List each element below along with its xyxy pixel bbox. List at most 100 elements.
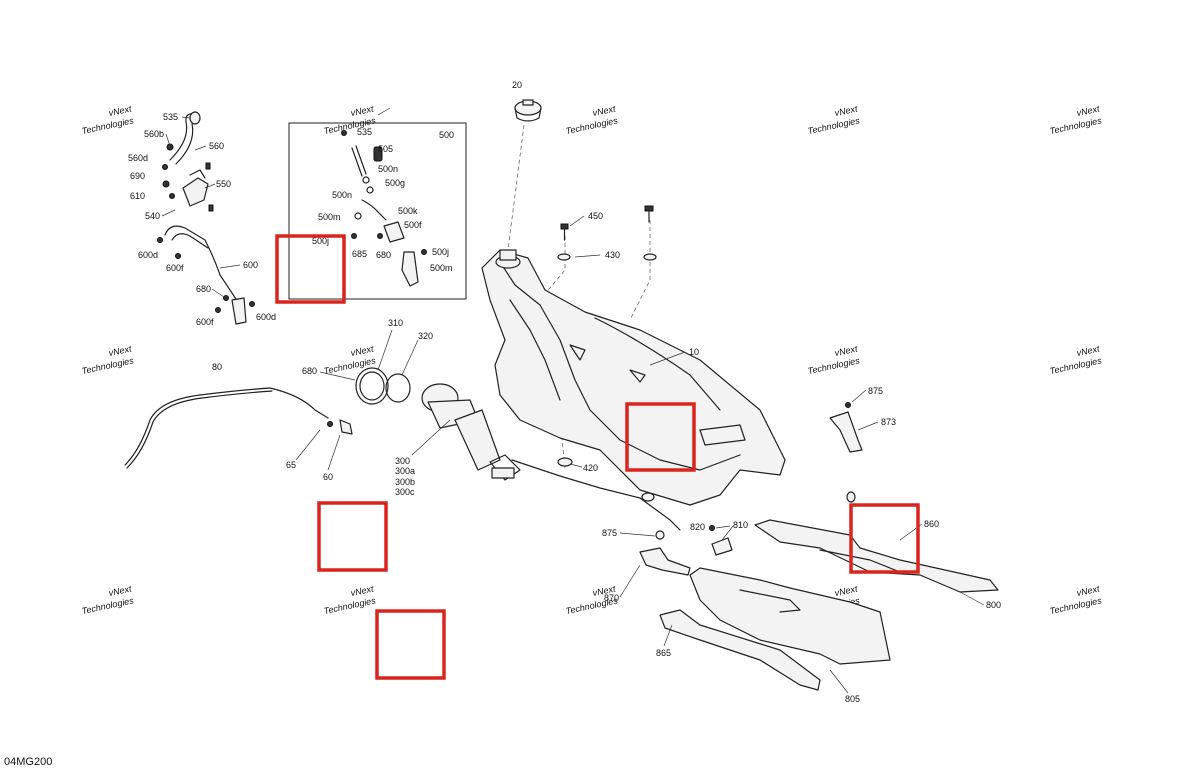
highlight-box-500j	[275, 234, 346, 304]
bolt-450-b[interactable]	[644, 205, 654, 223]
callout-800: 800	[986, 600, 1001, 610]
callout-875-a: 875	[868, 386, 883, 396]
callout-k500f: 500f	[404, 220, 422, 230]
callout-820: 820	[690, 522, 705, 532]
callout-300: 300	[395, 456, 410, 466]
svg-text:vNext: vNext	[108, 343, 133, 358]
callout-k680: 680	[376, 250, 391, 260]
highlight-box-empty-2	[375, 609, 446, 680]
highlight-box-empty-1	[317, 501, 388, 572]
bracket-873[interactable]	[829, 402, 863, 453]
callout-k500j-b: 500j	[432, 247, 449, 257]
callout-320: 320	[418, 331, 433, 341]
callout-310: 310	[388, 318, 403, 328]
callout-k500n-a: 500n	[378, 164, 398, 174]
svg-text:Technologies: Technologies	[1049, 595, 1103, 616]
clamp-65[interactable]	[327, 421, 333, 427]
callout-870: 870	[604, 593, 619, 603]
fuel-pump-module[interactable]	[421, 383, 521, 481]
callout-80: 80	[212, 362, 222, 372]
callout-550: 550	[216, 179, 231, 189]
svg-text:vNext: vNext	[834, 583, 859, 598]
highlight-box-860	[849, 503, 920, 574]
callout-k535: 535	[357, 127, 372, 137]
svg-text:Technologies: Technologies	[807, 355, 861, 376]
callout-600d-b: 600d	[256, 312, 276, 322]
callout-600: 600	[243, 260, 258, 270]
callout-560: 560	[209, 141, 224, 151]
callout-300b: 300b	[395, 477, 415, 487]
svg-text:vNext: vNext	[1076, 583, 1101, 598]
callout-labels: 20 450 430 10 420 535 560b 560 560d 690 …	[128, 80, 1001, 704]
callout-k500m-a: 500m	[318, 212, 341, 222]
grommet-420[interactable]	[557, 457, 573, 467]
callout-k500: 500	[439, 130, 454, 140]
fuel-cap[interactable]	[514, 99, 542, 122]
highlight-box-tank	[625, 402, 696, 472]
callout-610: 610	[130, 191, 145, 201]
callout-680-b: 680	[302, 366, 317, 376]
bracket-870[interactable]	[639, 530, 691, 576]
callout-420: 420	[583, 463, 598, 473]
svg-text:vNext: vNext	[350, 583, 375, 598]
bracket-plate-865[interactable]	[659, 609, 821, 691]
callout-560b: 560b	[144, 129, 164, 139]
callout-875-b: 875	[602, 528, 617, 538]
washer-430-b[interactable]	[643, 253, 657, 261]
gasket-ring-310[interactable]	[355, 367, 389, 405]
fuel-line-80-inner	[126, 390, 273, 469]
svg-text:vNext: vNext	[350, 103, 375, 118]
callout-873: 873	[881, 417, 896, 427]
svg-text:vNext: vNext	[592, 103, 617, 118]
quick-connect-assembly[interactable]	[341, 130, 427, 287]
svg-text:vNext: vNext	[108, 583, 133, 598]
callout-300a: 300a	[395, 466, 415, 476]
svg-text:vNext: vNext	[1076, 343, 1101, 358]
highlight-boxes	[275, 234, 920, 680]
svg-text:Technologies: Technologies	[81, 595, 135, 616]
protection-plate-800[interactable]	[754, 519, 999, 593]
svg-text:Technologies: Technologies	[1049, 355, 1103, 376]
callout-k500m-b: 500m	[430, 263, 453, 273]
washer-875[interactable]	[846, 491, 856, 503]
grommet-420-b[interactable]	[641, 492, 655, 502]
callout-450: 450	[588, 211, 603, 221]
cap-dash-line	[507, 124, 525, 251]
callout-600f-a: 600f	[166, 263, 184, 273]
callout-600f-b: 600f	[196, 317, 214, 327]
washer-430[interactable]	[557, 253, 571, 261]
callout-810: 810	[733, 520, 748, 530]
clip-810[interactable]	[709, 525, 733, 556]
fuel-tank[interactable]	[481, 249, 786, 506]
callout-k500g: 500g	[385, 178, 405, 188]
svg-text:Technologies: Technologies	[81, 355, 135, 376]
callout-430: 430	[605, 250, 620, 260]
callout-k685: 685	[352, 249, 367, 259]
callout-680-a: 680	[196, 284, 211, 294]
fuel-line-80[interactable]	[124, 387, 329, 466]
callout-805: 805	[845, 694, 860, 704]
svg-text:vNext: vNext	[834, 343, 859, 358]
svg-text:Technologies: Technologies	[81, 115, 135, 136]
fitting-60[interactable]	[339, 419, 353, 435]
fuel-hose-assembly[interactable]	[157, 111, 255, 325]
svg-text:Technologies: Technologies	[565, 115, 619, 136]
callout-k500k: 500k	[398, 206, 418, 216]
diagram-code: 04MG200	[4, 756, 53, 768]
callout-860: 860	[924, 519, 939, 529]
protection-plate-805[interactable]	[689, 567, 891, 665]
bolt-450[interactable]	[560, 223, 569, 241]
svg-text:vNext: vNext	[834, 103, 859, 118]
svg-text:Technologies: Technologies	[807, 115, 861, 136]
callout-535: 535	[163, 112, 178, 122]
callout-k505: 505	[378, 144, 393, 154]
callout-690: 690	[130, 171, 145, 181]
callout-300c: 300c	[395, 487, 415, 497]
svg-text:vNext: vNext	[108, 103, 133, 118]
callout-560d: 560d	[128, 153, 148, 163]
svg-text:Technologies: Technologies	[1049, 115, 1103, 136]
svg-text:Technologies: Technologies	[323, 595, 377, 616]
gasket-ring-320[interactable]	[385, 373, 411, 403]
callout-k500n-b: 500n	[332, 190, 352, 200]
